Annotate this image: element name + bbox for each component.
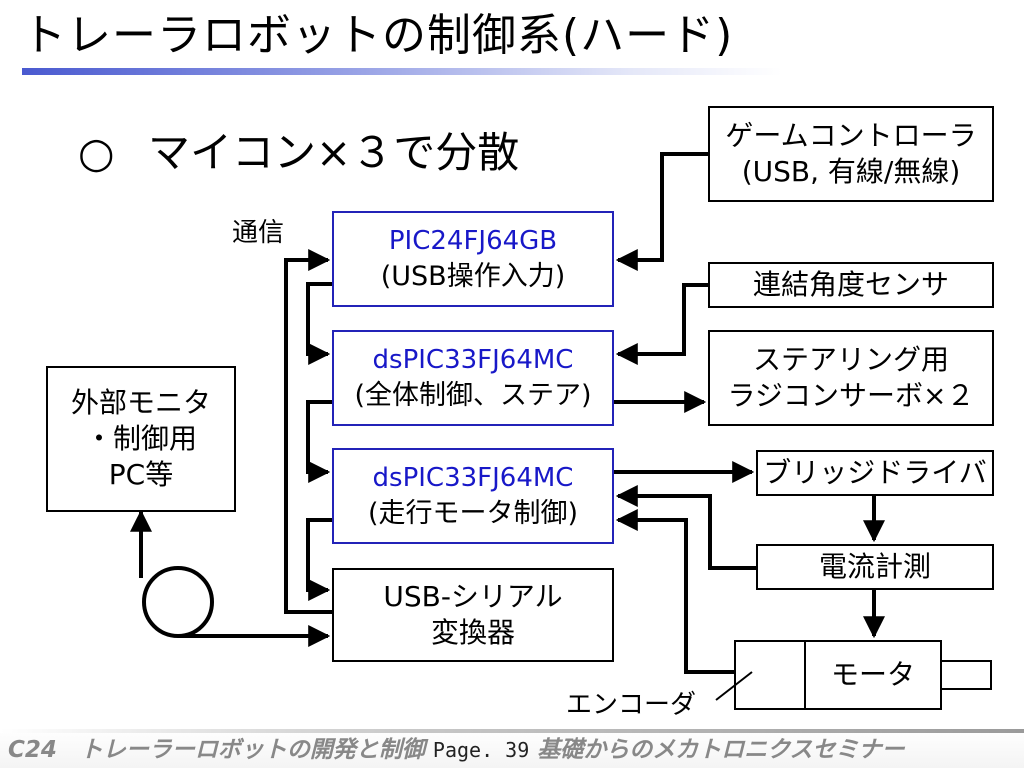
arrow-sensor-to-main-mcu <box>615 283 708 365</box>
footer-rule <box>0 729 1024 733</box>
arrow-controller-to-usb-mcu <box>615 152 708 271</box>
steering-servo-box: ステアリング用 ラジコンサーボ×２ <box>708 330 994 426</box>
mcu-main-control-part: dsPIC33FJ64MC <box>372 345 574 375</box>
arrow-current-to-motor-mcu <box>615 485 756 570</box>
steering-servo-label: ステアリング用 <box>752 343 949 376</box>
mcu-motor-control-role: (走行モータ制御) <box>367 498 579 529</box>
game-controller-detail: (USB, 有線/無線) <box>741 155 961 188</box>
bullet-circle-icon: ○ <box>78 128 115 177</box>
footer-bar <box>0 728 1024 768</box>
mcu-main-control-box: dsPIC33FJ64MC (全体制御、ステア) <box>332 330 614 426</box>
usb-serial-converter-box: USB-シリアル 変換器 <box>332 568 614 662</box>
slide-title: トレーラロボットの制御系(ハード) <box>22 10 734 61</box>
game-controller-label: ゲームコントローラ <box>725 119 977 152</box>
encoder-section <box>736 642 806 708</box>
current-sense-label: 電流計測 <box>818 550 931 583</box>
mcu-motor-control-part: dsPIC33FJ64MC <box>372 463 574 493</box>
arrow-encoder-to-motor-mcu <box>615 509 734 674</box>
footer-seminar: 基礎からのメカトロニクスセミナー <box>537 737 905 763</box>
angle-sensor-label: 連結角度センサ <box>752 268 949 301</box>
mcu-usb-input-box: PIC24FJ64GB (USB操作入力) <box>332 211 614 307</box>
comm-label: 通信 <box>232 218 285 248</box>
motor-label: モータ <box>830 658 915 691</box>
mcu-motor-control-box: dsPIC33FJ64MC (走行モータ制御) <box>332 448 614 544</box>
usb-serial-label: USB-シリアル <box>383 580 563 613</box>
comm-usb-to-main <box>306 282 332 365</box>
game-controller-box: ゲームコントローラ (USB, 有線/無線) <box>708 106 994 202</box>
title-underline <box>22 68 782 75</box>
bullet-text: マイコン×３で分散 <box>148 128 520 177</box>
bullet-point: ○ マイコン×３で分散 <box>78 128 519 178</box>
bridge-driver-label: ブリッジドライバ <box>763 456 987 489</box>
comm-main-to-motor <box>306 400 332 483</box>
external-monitor-box: 外部モニタ ・制御用 PC等 <box>46 366 236 512</box>
mcu-main-control-role: (全体制御、ステア) <box>354 380 592 411</box>
footer-course: C24 トレーラーロボットの開発と制御 <box>8 737 425 763</box>
external-monitor-pc: PC等 <box>108 458 174 491</box>
encoder-label: エンコーダ <box>566 690 697 720</box>
cable-loop <box>142 566 214 638</box>
steering-servo-detail: ラジコンサーボ×２ <box>727 379 975 412</box>
motor-shaft <box>940 660 992 690</box>
footer-text: C24 トレーラーロボットの開発と制御 Page. 39 基礎からのメカトロニク… <box>8 736 905 764</box>
usb-serial-detail: 変換器 <box>430 616 515 649</box>
footer-page-number: Page. 39 <box>432 738 530 762</box>
external-monitor-label: 外部モニタ <box>70 386 211 419</box>
mcu-usb-input-part: PIC24FJ64GB <box>388 226 558 256</box>
bridge-driver-box: ブリッジドライバ <box>756 450 994 496</box>
mcu-usb-input-role: (USB操作入力) <box>380 261 566 292</box>
encoder-pointer <box>715 671 753 701</box>
current-sense-box: 電流計測 <box>756 544 994 590</box>
angle-sensor-box: 連結角度センサ <box>708 262 994 308</box>
external-monitor-detail: ・制御用 <box>84 422 197 455</box>
motor-box: モータ <box>734 640 942 710</box>
comm-bus-usb-mcu <box>284 249 332 614</box>
comm-motor-to-serial <box>306 518 332 601</box>
